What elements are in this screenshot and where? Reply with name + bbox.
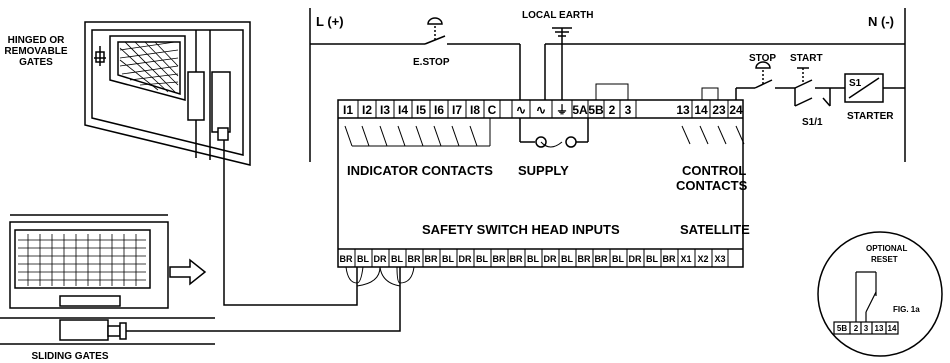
start-switch xyxy=(794,67,813,89)
terminal-label: I6 xyxy=(434,103,444,117)
optional-reset-inset: OPTIONAL RESET FIG. 1a 5B 2 3 13 14 xyxy=(817,231,943,357)
pin-label: BL xyxy=(612,254,624,264)
s1-box-label: S1 xyxy=(849,78,862,89)
pin-label: X3 xyxy=(714,254,725,264)
supply-label: SUPPLY xyxy=(518,163,569,178)
terminal-label: 5A xyxy=(572,103,588,117)
terminal-label: I2 xyxy=(362,103,372,117)
pin-label: BL xyxy=(357,254,369,264)
pin-label: DR xyxy=(374,254,387,264)
inset-pin: 14 xyxy=(888,324,897,333)
estop-switch xyxy=(424,17,446,45)
stop-switch xyxy=(754,61,773,89)
pin-label: BL xyxy=(391,254,403,264)
terminal-label: 13 xyxy=(676,103,690,117)
bottom-terminals: BR BL DR BL BR BR BL DR BL BR BR BL DR B… xyxy=(340,254,726,264)
terminal-label: I5 xyxy=(416,103,426,117)
stop-label: STOP xyxy=(749,53,776,64)
safety-switch-inputs-label: SAFETY SWITCH HEAD INPUTS xyxy=(422,222,620,237)
inset-label-1: OPTIONAL xyxy=(866,244,907,253)
terminal-label: I7 xyxy=(452,103,462,117)
pin-label: BL xyxy=(527,254,539,264)
control-contacts xyxy=(681,125,745,145)
supply-block xyxy=(519,118,589,148)
pin-label: BR xyxy=(425,254,438,264)
terminal-label: 23 xyxy=(712,103,726,117)
arrow-right-icon xyxy=(169,258,207,286)
sliding-gate-illustration xyxy=(0,214,215,345)
start-label: START xyxy=(790,53,823,64)
local-earth-label: LOCAL EARTH xyxy=(522,10,593,21)
line-n-label: N (-) xyxy=(868,14,894,29)
hinged-gates-label-1: HINGED OR xyxy=(8,35,65,46)
pin-label: DR xyxy=(544,254,557,264)
inset-pin: 13 xyxy=(875,324,884,333)
pin-label: BL xyxy=(476,254,488,264)
s1-1-label: S1/1 xyxy=(802,117,823,128)
safety-relay-unit xyxy=(337,99,744,268)
pin-label: BR xyxy=(510,254,523,264)
pin-label: BL xyxy=(442,254,454,264)
terminal-label: I3 xyxy=(380,103,390,117)
pin-label: DR xyxy=(629,254,642,264)
ac-symbol-2: ∿ xyxy=(536,103,546,117)
pin-label: X1 xyxy=(680,254,691,264)
terminal-label: I4 xyxy=(398,103,408,117)
indicator-contacts-label: INDICATOR CONTACTS xyxy=(347,163,493,178)
hinged-gate-illustration xyxy=(84,21,251,166)
inset-pin: 3 xyxy=(864,324,869,333)
terminal-label: 24 xyxy=(729,103,743,117)
earth-icon xyxy=(552,27,572,100)
terminal-label: C xyxy=(488,103,497,117)
indicator-contacts xyxy=(344,118,491,147)
inset-pin: 5B xyxy=(837,324,847,333)
control-contacts-label-1: CONTROL xyxy=(682,163,746,178)
terminal-label: 5B xyxy=(588,103,604,117)
cable-connections xyxy=(345,266,415,290)
inset-label-2: RESET xyxy=(871,255,898,264)
line-l-label: L (+) xyxy=(316,14,344,29)
sliding-gates-label: SLIDING GATES xyxy=(31,351,108,362)
terminal-label: 14 xyxy=(694,103,708,117)
pin-label: X2 xyxy=(697,254,708,264)
earth-symbol: ⏚ xyxy=(556,103,568,117)
pin-label: BR xyxy=(578,254,591,264)
top-terminals: I1 I2 I3 I4 I5 I6 I7 I8 C ∿ ∿ ⏚ 5A 5B 2 … xyxy=(343,103,743,117)
terminal-label: I1 xyxy=(343,103,353,117)
pin-label: BL xyxy=(561,254,573,264)
hinged-gates-label-3: GATES xyxy=(19,57,53,68)
terminal-label: 3 xyxy=(625,103,632,117)
pin-label: BR xyxy=(595,254,608,264)
starter-label: STARTER xyxy=(847,111,894,122)
satellite-label: SATELLITE xyxy=(680,222,750,237)
terminal-label: I8 xyxy=(470,103,480,117)
hinged-gates-label-2: REMOVABLE xyxy=(4,46,67,57)
estop-label: E.STOP xyxy=(413,57,450,68)
terminal-label: 2 xyxy=(609,103,616,117)
pin-label: BR xyxy=(493,254,506,264)
inset-pin: 2 xyxy=(854,324,859,333)
pin-label: BL xyxy=(646,254,658,264)
pin-label: BR xyxy=(408,254,421,264)
ac-symbol-1: ∿ xyxy=(516,103,526,117)
fig-label: FIG. 1a xyxy=(893,305,920,314)
pin-label: BR xyxy=(663,254,676,264)
pin-label: DR xyxy=(459,254,472,264)
control-contacts-label-2: CONTACTS xyxy=(676,178,748,193)
pin-label: BR xyxy=(340,254,353,264)
s1-1-contact xyxy=(794,97,831,107)
